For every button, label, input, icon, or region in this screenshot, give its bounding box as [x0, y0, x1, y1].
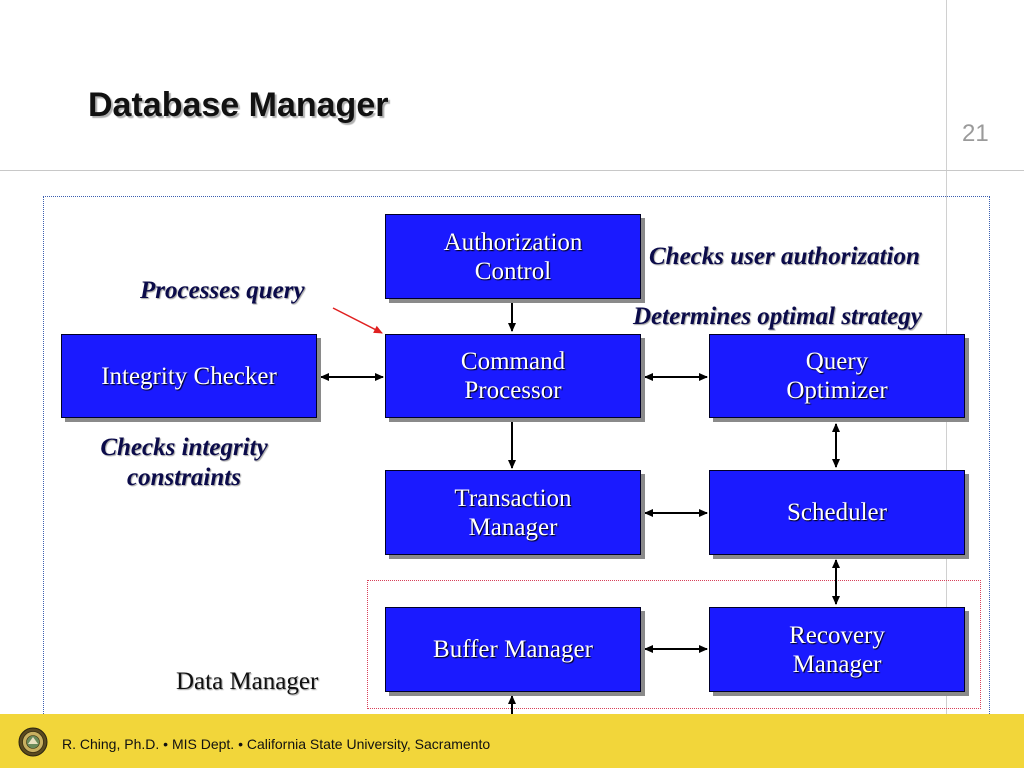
annotation-checks-integrity-constraints: Checks integrity constraints: [100, 434, 268, 491]
header-divider: [0, 170, 1024, 171]
command-processor-box: Command Processor: [385, 334, 641, 418]
transaction-manager-box: Transaction Manager: [385, 470, 641, 555]
scheduler-label: Scheduler: [787, 499, 887, 526]
annotation-determines-optimal-strategy: Determines optimal strategy: [633, 303, 922, 330]
slide-title: Database Manager: [88, 86, 389, 124]
integrity-checker-box: Integrity Checker: [61, 334, 317, 418]
footer-band: R. Ching, Ph.D. • MIS Dept. • California…: [0, 714, 1024, 768]
authorization-control-label: Authorization Control: [443, 228, 583, 285]
query-optimizer-label: Query Optimizer: [786, 348, 888, 404]
authorization-control-box: Authorization Control: [385, 214, 641, 299]
command-processor-label: Command Processor: [460, 348, 566, 404]
transaction-manager-label: Transaction Manager: [454, 484, 572, 541]
footer-credit: R. Ching, Ph.D. • MIS Dept. • California…: [62, 736, 491, 752]
university-seal-icon: [18, 727, 48, 757]
data-manager-frame: [367, 580, 981, 709]
pointer-processes-query: [332, 307, 383, 334]
scheduler-box: Scheduler: [709, 470, 965, 555]
query-optimizer-box: Query Optimizer: [709, 334, 965, 418]
annotation-checks-user-authorization: Checks user authorization: [649, 243, 920, 270]
page-number: 21: [962, 120, 989, 147]
data-manager-label: Data Manager: [176, 668, 319, 695]
integrity-checker-label: Integrity Checker: [101, 362, 277, 390]
recovery-manager-label: Recovery Manager: [789, 621, 885, 678]
buffer-manager-label: Buffer Manager: [433, 636, 593, 663]
annotation-processes-query: Processes query: [140, 277, 305, 304]
recovery-manager-box: Recovery Manager: [709, 607, 965, 692]
buffer-manager-box: Buffer Manager: [385, 607, 641, 692]
